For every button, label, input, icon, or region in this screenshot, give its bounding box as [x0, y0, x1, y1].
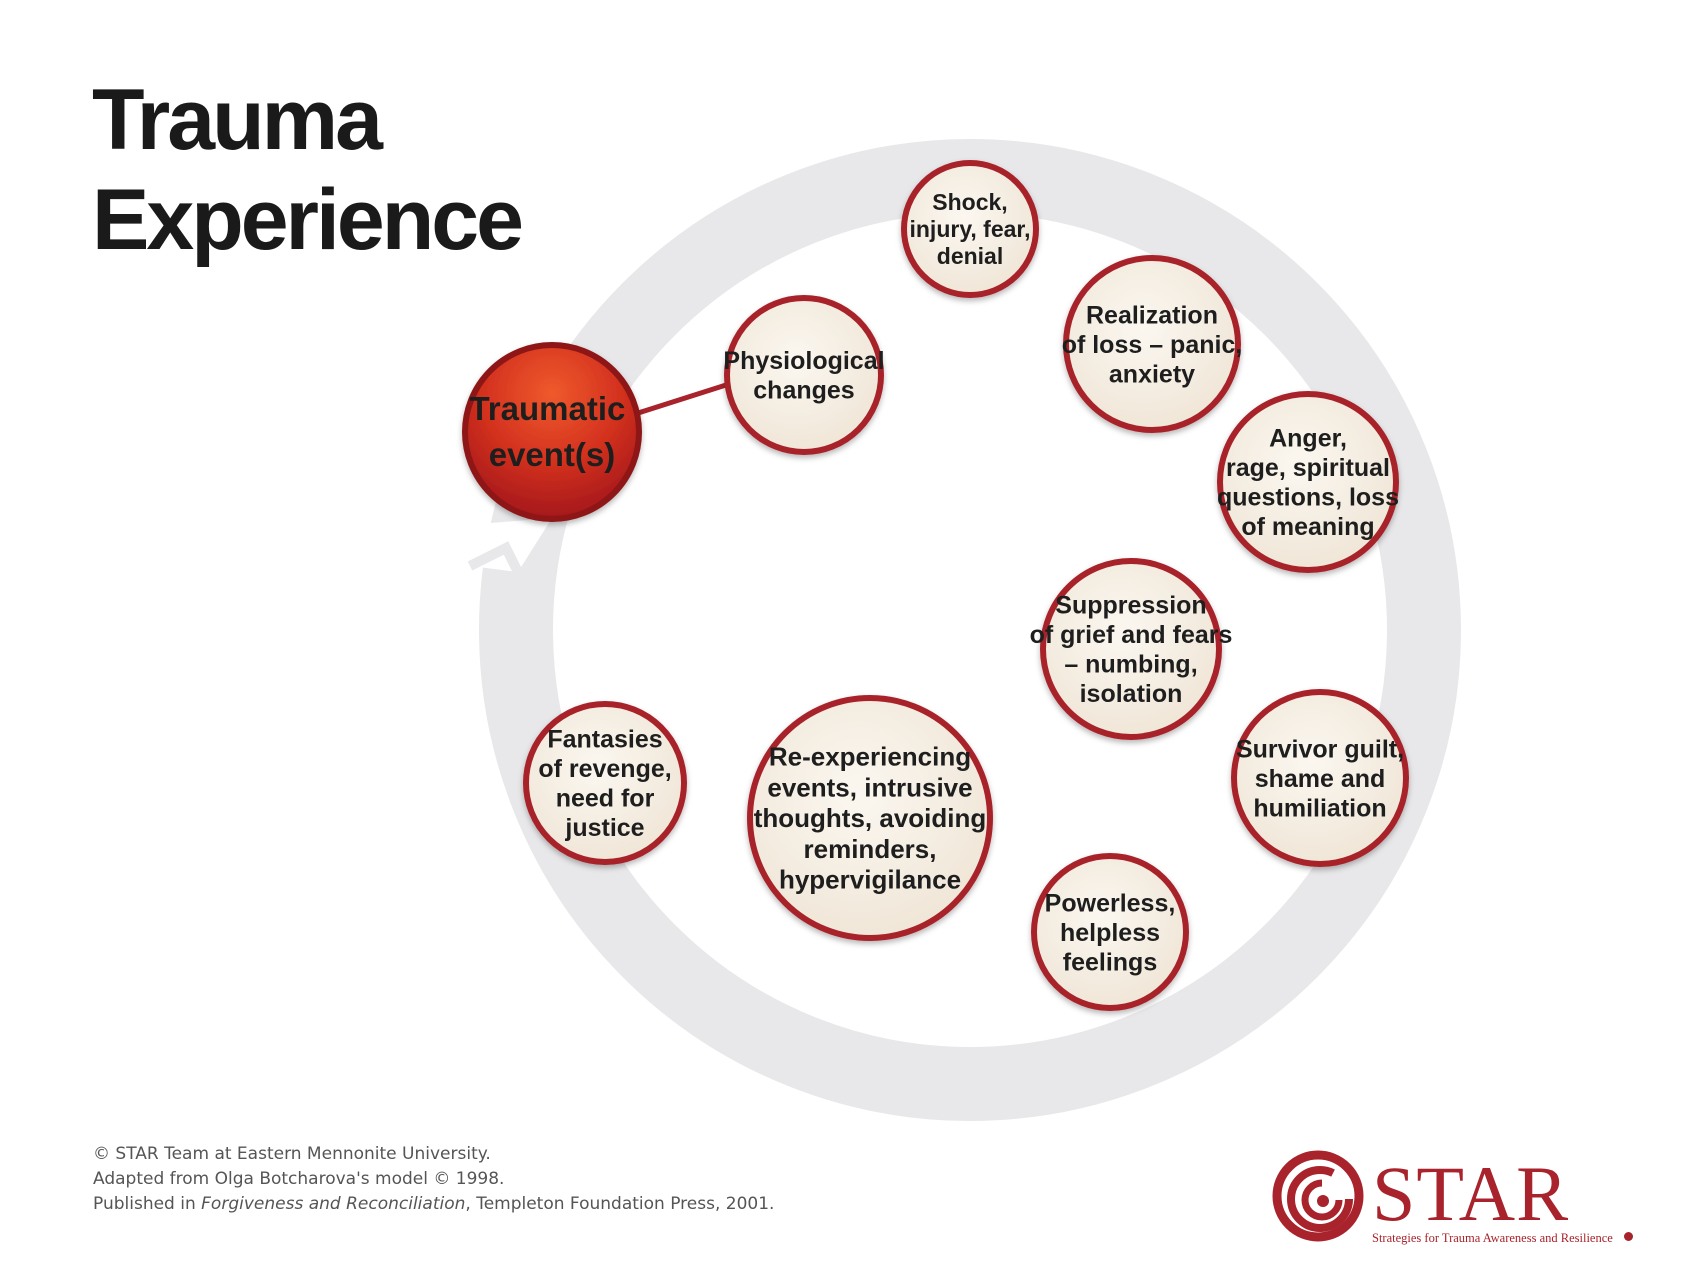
- stage-node-line: isolation: [1080, 680, 1183, 708]
- stage-node-circle: [1217, 391, 1399, 573]
- stage-node-line: Suppression: [1055, 592, 1206, 620]
- stage-node-line: thoughts, avoiding: [754, 803, 987, 833]
- stage-node-line: humiliation: [1253, 794, 1386, 822]
- stage-node-line: changes: [753, 377, 854, 405]
- stage-node-line: Realization: [1086, 301, 1218, 329]
- stage-node-line: of meaning: [1241, 513, 1374, 541]
- title-line-1: Trauma: [92, 72, 383, 168]
- trigger-line: event(s): [489, 436, 616, 473]
- stage-node-circle: [523, 701, 687, 865]
- stage-node-line: Shock,: [932, 189, 1007, 215]
- stage-node-line: need for: [556, 785, 655, 813]
- traumatic-event-node: Traumatic event(s): [462, 342, 642, 522]
- spiral-icon: [1272, 1150, 1364, 1242]
- star-logo: STAR Strategies for Trauma Awareness and…: [1272, 1150, 1633, 1250]
- stage-node-circle: [1031, 853, 1189, 1011]
- stage-node-line: shame and: [1255, 765, 1386, 793]
- cycle-ring: [466, 139, 1461, 1121]
- credits: © STAR Team at Eastern Mennonite Univers…: [93, 1142, 774, 1217]
- page-title: Trauma Experience: [92, 70, 524, 270]
- stage-node-line: Physiological: [723, 347, 884, 375]
- stage-node-line: of loss – panic,: [1062, 331, 1243, 359]
- registered-mark-icon: [1624, 1232, 1633, 1241]
- stage-node-line: reminders,: [804, 834, 937, 864]
- credit-line-3: Published in Forgiveness and Reconciliat…: [93, 1192, 774, 1217]
- credit-prefix: Published in: [93, 1194, 202, 1214]
- traumatic-event-label: Traumatic event(s): [469, 390, 634, 473]
- stage-node-circle: [1231, 689, 1409, 867]
- stage-node-line: of revenge,: [538, 755, 671, 783]
- stage-node-line: feelings: [1063, 948, 1157, 976]
- stage-node-line: rage, spiritual: [1226, 454, 1390, 482]
- stage-node-line: Survivor guilt,: [1236, 735, 1404, 763]
- stage-node-line: helpless: [1060, 919, 1160, 947]
- stage-node-line: Fantasies: [547, 726, 662, 754]
- stage-node-line: Re-experiencing: [769, 742, 971, 772]
- stage-node-line: Powerless,: [1045, 889, 1176, 917]
- credit-line-1: © STAR Team at Eastern Mennonite Univers…: [93, 1144, 491, 1164]
- stage-node-line: – numbing,: [1064, 651, 1197, 679]
- logo-tagline: Strategies for Trauma Awareness and Resi…: [1372, 1231, 1613, 1245]
- title-line-2: Experience: [92, 172, 524, 268]
- book-title: Forgiveness and Reconciliation: [201, 1194, 466, 1214]
- stage-node-shock: Shock,injury, fear,denial: [901, 160, 1039, 298]
- credit-line-2: Adapted from Olga Botcharova's model © 1…: [93, 1169, 505, 1189]
- stage-node-line: events, intrusive: [767, 772, 972, 802]
- credit-suffix: , Templeton Foundation Press, 2001.: [465, 1194, 775, 1214]
- stage-node-circle: [747, 695, 993, 941]
- stage-node-circle: [1063, 255, 1241, 433]
- stage-node-line: Anger,: [1269, 425, 1347, 453]
- stage-node-circle: [901, 160, 1039, 298]
- stage-node-line: anxiety: [1109, 360, 1195, 388]
- stage-node-line: justice: [564, 814, 644, 842]
- trigger-connector: [631, 382, 727, 418]
- stage-node-label: Shock,injury, fear,denial: [909, 189, 1030, 269]
- stage-node-line: injury, fear,: [909, 216, 1030, 242]
- stage-node-line: of grief and fears: [1030, 621, 1233, 649]
- stage-node-line: denial: [937, 243, 1003, 269]
- stage-node-circle: [724, 295, 884, 455]
- trigger-line: Traumatic: [469, 390, 625, 427]
- logo-wordmark: STAR: [1372, 1150, 1570, 1237]
- stage-node-circle: [1040, 558, 1222, 740]
- stage-node-line: questions, loss: [1217, 484, 1399, 512]
- stage-node-line: hypervigilance: [779, 864, 961, 894]
